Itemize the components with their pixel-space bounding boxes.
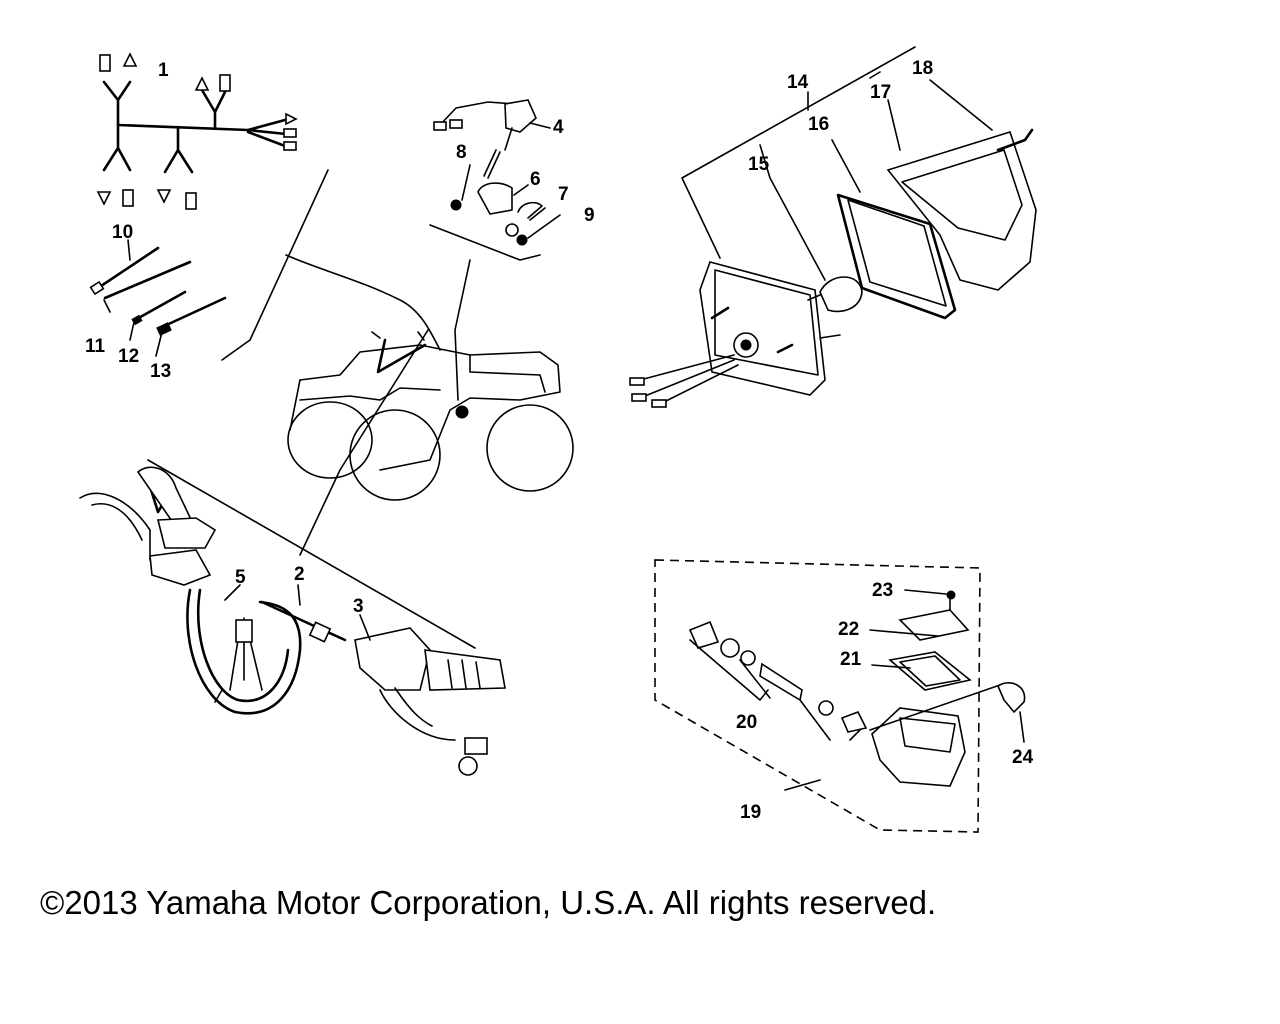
- callout-5: 5: [235, 567, 246, 588]
- callout-15: 15: [748, 154, 770, 175]
- main-switch-drawing: [433, 99, 561, 246]
- callout-3: 3: [353, 596, 364, 617]
- callout-16: 16: [808, 114, 829, 135]
- ties-and-connectors-drawing: [89, 239, 227, 357]
- atv-illustration: [287, 331, 574, 501]
- callout-19: 19: [740, 802, 761, 823]
- callout-7: 7: [558, 184, 569, 205]
- callout-23: 23: [872, 580, 893, 601]
- callout-2: 2: [294, 564, 305, 585]
- callout-24: 24: [1012, 747, 1034, 768]
- callout-21: 21: [840, 649, 862, 670]
- taillight-drawing: [629, 46, 1037, 408]
- copyright-notice: ©2013 Yamaha Motor Corporation, U.S.A. A…: [40, 884, 937, 921]
- divider-lines: [147, 169, 541, 649]
- callout-17: 17: [870, 82, 891, 103]
- callout-4: 4: [553, 117, 564, 138]
- callout-9: 9: [584, 205, 595, 226]
- callout-10: 10: [112, 222, 133, 243]
- callout-8: 8: [456, 142, 467, 163]
- callout-11: 11: [85, 336, 106, 357]
- wire-harness-drawing: [96, 52, 298, 210]
- callout-12: 12: [118, 346, 139, 367]
- callout-14: 14: [787, 72, 809, 93]
- callout-22: 22: [838, 619, 859, 640]
- callout-1: 1: [158, 60, 169, 81]
- callout-18: 18: [912, 58, 933, 79]
- callout-13: 13: [150, 361, 171, 382]
- callout-6: 6: [530, 169, 541, 190]
- callout-20: 20: [736, 712, 757, 733]
- handlebar-drawing: [79, 466, 506, 776]
- callouts: 1 2 3 4 5 6 7 8 9 10 11 12 13 14 15 16 1…: [85, 58, 1034, 823]
- master-cylinder-drawing: [654, 559, 1026, 833]
